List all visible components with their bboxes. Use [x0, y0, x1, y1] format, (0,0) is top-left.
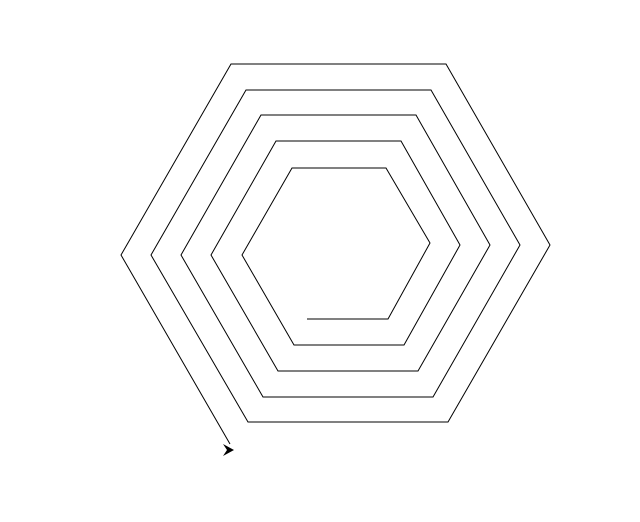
hexagonal-spiral-line — [120, 63, 551, 445]
turtle-arrow-icon — [223, 444, 234, 456]
